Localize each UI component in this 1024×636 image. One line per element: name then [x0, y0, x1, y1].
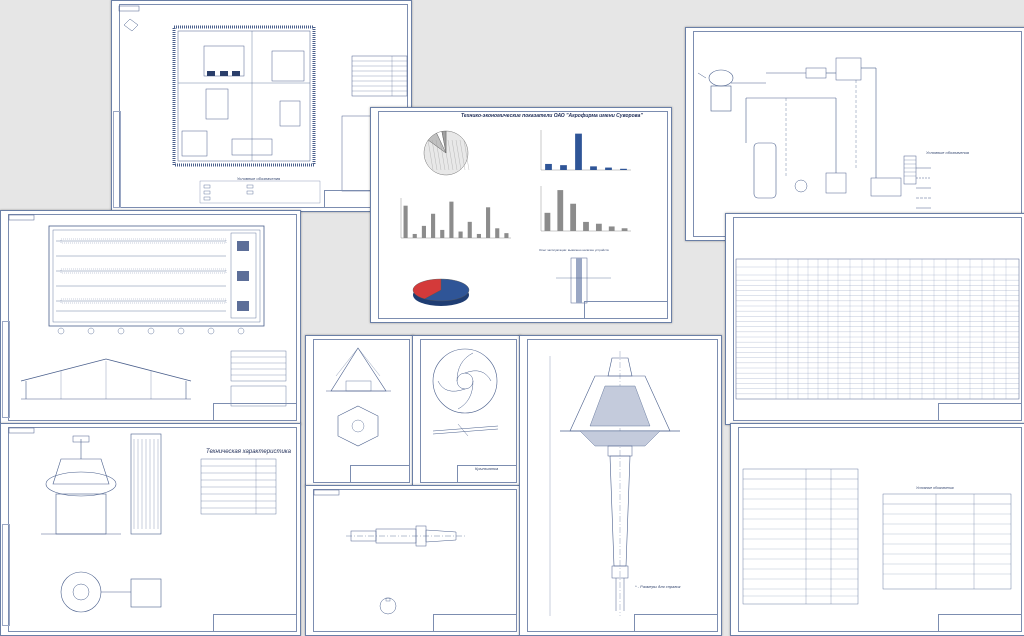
- econ-legend-title: Условные обозначения: [916, 486, 954, 490]
- sheet-cone[interactable]: [305, 335, 414, 487]
- chart3-bar: [495, 228, 500, 238]
- sheet-spec-table[interactable]: [725, 213, 1024, 425]
- spec-table-border: [735, 258, 1020, 400]
- sheet-plan[interactable]: Условные обозначения: [111, 0, 412, 212]
- chart3-bar: [431, 213, 436, 238]
- sheet-frame: [8, 214, 297, 421]
- chart1-hatch: [431, 139, 438, 171]
- separator-drawing: [8, 427, 277, 613]
- title-block: [350, 465, 410, 483]
- chart3-bar: [449, 201, 454, 238]
- side-stamp: [2, 524, 10, 626]
- cone-drawing: [326, 347, 391, 447]
- chart1-hatch: [463, 139, 470, 171]
- plan-legend-title: Условные обозначения: [237, 176, 281, 181]
- chart3-bar: [421, 225, 426, 238]
- chart3-bar: [458, 231, 463, 238]
- title-block: [213, 403, 297, 421]
- chart2-bar: [620, 168, 627, 170]
- title-block: [634, 614, 718, 632]
- sheet-frame: [313, 339, 410, 483]
- sheet-frame: [119, 4, 408, 208]
- sheet-barn[interactable]: [0, 210, 301, 425]
- sheet-frame: [8, 427, 297, 632]
- chart2-bar: [575, 133, 582, 170]
- impeller-drawing: [432, 348, 499, 437]
- economics-charts: [400, 130, 631, 306]
- title-block: [584, 301, 668, 319]
- economics-title: Технико-экономические показатели ОАО "Аг…: [461, 113, 643, 119]
- chart1-hatch: [443, 139, 450, 171]
- chart4-bar: [570, 203, 577, 231]
- drum-drawing: [549, 351, 680, 616]
- chart2-bar: [605, 167, 612, 170]
- chart3-bar: [412, 233, 417, 238]
- schema-legend-title: Условные обозначения: [926, 150, 970, 155]
- sheet-frame: [420, 339, 517, 483]
- chart6-title: Опыт эксплуатации: выявлено наличие устр…: [539, 248, 609, 252]
- side-stamp: [2, 321, 10, 418]
- chart1-hatch: [427, 139, 434, 171]
- chart2-bar: [545, 163, 552, 170]
- sheet-impeller[interactable]: Крыльчатка: [412, 335, 521, 487]
- sheet-econ-table[interactable]: Условные обозначения: [730, 423, 1024, 636]
- chart5-slice: [412, 278, 442, 300]
- chart1-hatch: [447, 139, 454, 171]
- sheet-frame: [378, 111, 668, 319]
- title-block: [213, 614, 297, 632]
- sheet-schema[interactable]: Условные обозначения: [685, 27, 1024, 241]
- detail-core: [576, 258, 582, 303]
- chart4-bar: [583, 221, 589, 231]
- chart2-bar: [560, 165, 567, 170]
- title-block: [938, 614, 1022, 632]
- sheet-separator[interactable]: Техническая характеристика: [0, 423, 301, 636]
- chart1-hatch: [455, 139, 462, 171]
- barn-drawing: [8, 214, 287, 407]
- sheet-economics[interactable]: Технико-экономические показатели ОАО "Аг…: [370, 107, 672, 323]
- shaft-drawing: [313, 489, 466, 615]
- spec-table-grid: [735, 258, 1020, 400]
- plan-drawing: [118, 5, 408, 204]
- chart3-bar: [467, 221, 472, 238]
- side-stamp: [113, 111, 121, 208]
- chart4-bar: [595, 223, 602, 231]
- chart5-slice: [424, 278, 470, 302]
- sheet-frame: [313, 489, 517, 632]
- chart2-bar: [590, 166, 597, 170]
- chart4-bar: [557, 190, 564, 231]
- schema-drawing: [697, 57, 931, 219]
- sheet-drum[interactable]: * - Размеры для справок: [519, 335, 722, 636]
- sheet-frame: [733, 217, 1022, 421]
- title-block: [457, 465, 517, 483]
- chart3-bar: [440, 229, 445, 238]
- title-block: [433, 614, 517, 632]
- impeller-label: Крыльчатка: [475, 466, 499, 471]
- chart3-bar: [403, 205, 408, 238]
- chart3-bar: [486, 207, 491, 238]
- chart4-bar: [544, 212, 551, 231]
- chart1-hatch: [451, 139, 458, 171]
- chart1-hatch: [459, 139, 466, 171]
- chart4-bar: [621, 228, 628, 231]
- chart1-slice: [441, 130, 447, 154]
- chart3-bar: [476, 233, 481, 238]
- sheet-frame: [738, 427, 1022, 632]
- separator-char-title: Техническая характеристика: [206, 449, 291, 455]
- chart1-hatch: [439, 139, 446, 171]
- econ-tables: [742, 468, 1012, 605]
- drum-note: * - Размеры для справок: [635, 584, 681, 589]
- title-block: [324, 190, 408, 208]
- chart4-bar: [608, 226, 615, 231]
- sheet-shaft[interactable]: [305, 485, 521, 636]
- chart1-hatch: [435, 139, 442, 171]
- chart3-bar: [504, 233, 509, 238]
- sheet-frame: [527, 339, 718, 632]
- title-block: [938, 403, 1022, 421]
